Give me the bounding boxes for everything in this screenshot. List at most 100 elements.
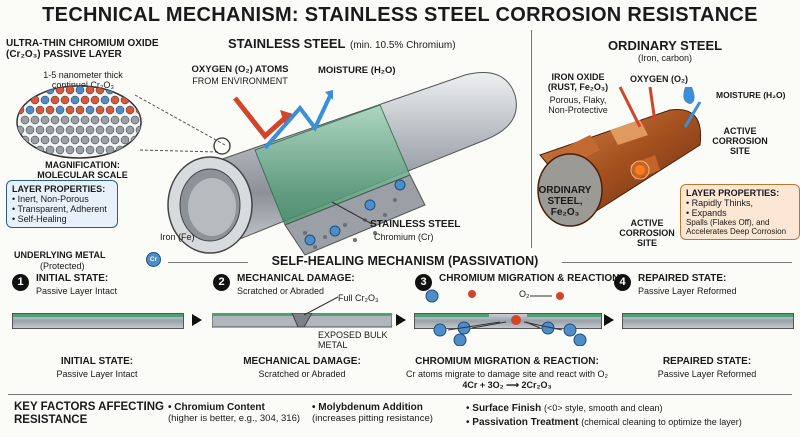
layer-prop-extra: Spalls (Flakes Off), and Accelerates Dee…: [686, 218, 787, 236]
migration-atoms: [425, 289, 587, 346]
leader-line: [331, 201, 373, 225]
step-4-number: 4: [614, 274, 631, 291]
ordinary-layer-properties: LAYER PROPERTIES: Rapidly Thinks, Expand…: [680, 184, 800, 240]
molecule-atom: [110, 135, 120, 145]
step-3-title: CHROMIUM MIGRATION & REACTION:: [439, 273, 623, 284]
ordinary-steel-pipe: [537, 108, 702, 227]
step-2-title: MECHANICAL DAMAGE:: [237, 273, 355, 284]
molecule-atom: [70, 135, 80, 145]
layer-prop-item: Inert, Non-Porous: [12, 194, 112, 204]
molecule-atom: [35, 86, 45, 95]
step-2-bottom-sub: Scratched or Abraded: [258, 369, 346, 379]
molecule-atom: [90, 135, 100, 145]
molecule-atom: [30, 115, 40, 125]
molecule-atom: [100, 95, 110, 105]
stainless-steel-pipe: [167, 72, 517, 256]
molecule-atom: [95, 145, 105, 155]
active-corrosion-site-2: ACTIVE CORROSION SITE: [619, 218, 675, 248]
molecule-atom: [50, 95, 60, 105]
chromium-label: Chromium (Cr): [374, 232, 434, 242]
factor-item: Chromium Content (higher is better, e.g.…: [168, 402, 300, 424]
molecule-atom: [30, 135, 40, 145]
step-3-bottom-title: CHROMIUM MIGRATION & REACTION:: [415, 356, 599, 367]
molecule-atom: [100, 135, 110, 145]
ordinary-heading-sub: (Iron, carbon): [637, 53, 693, 63]
plate-initial: [12, 313, 184, 329]
layer-prop-item: Transparent, Adherent: [12, 204, 112, 214]
oxide-layer-title: ULTRA-THIN CHROMIUM OXIDE (Cr₂O₃) PASSIV…: [6, 38, 159, 60]
underlying-metal-sub: (Protected): [40, 261, 85, 271]
factors-rule: [8, 394, 792, 395]
molecule-atom: [120, 115, 130, 125]
reaction-equation: 4Cr + 3O₂ ⟶ 2Cr₂O₃: [462, 380, 552, 390]
factors-heading: KEY FACTORS AFFECTING RESISTANCE: [14, 401, 164, 426]
molecule-atom: [80, 135, 90, 145]
molecule-atom: [70, 115, 80, 125]
page-title: TECHNICAL MECHANISM: STAINLESS STEEL COR…: [42, 4, 758, 26]
step-3-number: 3: [415, 274, 432, 291]
molecule-atom: [75, 125, 85, 135]
molecule-atom: [40, 115, 50, 125]
molecule-atom: [50, 115, 60, 125]
molecule-atom: [55, 105, 65, 115]
ordinary-oxygen-arrows: [618, 86, 702, 128]
step-3-bottom-sub: Cr atoms migrate to damage site and reac…: [405, 369, 609, 379]
molecule-atom: [125, 105, 135, 115]
plate-repaired: [622, 313, 794, 329]
oxygen-label: OXYGEN (O₂) ATOMS: [191, 64, 289, 75]
ordinary-oxygen-label: OXYGEN (O₂): [630, 74, 689, 84]
molecule-atom: [90, 95, 100, 105]
oxygen-moisture-arrows: [233, 90, 333, 150]
molecule-atom: [115, 105, 125, 115]
step-2-sub: Scratched or Abraded: [237, 286, 325, 296]
layer-prop-item: Rapidly Thinks,: [686, 198, 794, 208]
molecule-atom: [75, 145, 85, 155]
heading-rule-left: [168, 262, 248, 263]
molecule-atom: [105, 125, 115, 135]
molecule-atom: [70, 95, 80, 105]
molecule-atom: [110, 115, 120, 125]
molecule-atom: [35, 105, 45, 115]
ordinary-moisture-label: MOISTURE (H₂O): [716, 90, 786, 100]
molecule-atom: [100, 115, 110, 125]
molecule-atom: [65, 86, 75, 95]
molecule-atom: [45, 145, 55, 155]
scratch-leader: [303, 296, 339, 316]
molecule-atom: [17, 86, 25, 95]
molecule-atom: [130, 115, 140, 125]
oxygen-sub: FROM ENVIRONMENT: [192, 76, 288, 86]
molecule-atom: [85, 86, 95, 95]
molecule-atom: [75, 105, 85, 115]
molecule-atom: [85, 125, 95, 135]
magnification-label: MAGNIFICATION: MOLECULAR SCALE: [37, 160, 128, 180]
full-cr2o3-label: Full Cr₂O₃: [338, 293, 379, 303]
molecule-atom: [115, 145, 125, 155]
molecule-atom: [55, 145, 65, 155]
step-1-title: INITIAL STATE:: [36, 273, 109, 284]
stainless-layer-properties: LAYER PROPERTIES: Inert, Non-Porous Tran…: [6, 180, 118, 228]
zoom-lines: [134, 94, 231, 155]
step-arrow-1: [192, 314, 202, 326]
step-1-bottom-sub: Passive Layer Intact: [56, 369, 138, 379]
molecule-atom: [90, 115, 100, 125]
molecule-atom: [85, 145, 95, 155]
step-2-bottom-title: MECHANICAL DAMAGE:: [243, 356, 361, 367]
molecule-atom: [25, 125, 35, 135]
molecule-atom: [60, 115, 70, 125]
layer-prop-item: Expands: [686, 208, 794, 218]
molecule-atom: [125, 125, 135, 135]
molecule-atom: [25, 105, 35, 115]
step-arrow-2: [396, 314, 406, 326]
step-1-bottom-title: INITIAL STATE:: [60, 356, 134, 367]
iron-oxide-sub: Porous, Flaky, Non-Protective: [548, 95, 608, 115]
section-divider: [531, 30, 532, 248]
molecule-atom: [55, 125, 65, 135]
factor-item: Molybdenum Addition (increases pitting r…: [312, 402, 433, 424]
molecule-atom: [105, 105, 115, 115]
molecular-magnification-icon: [16, 85, 142, 159]
stainless-steel-label: STAINLESS STEEL: [370, 219, 461, 230]
heading-rule-right: [562, 262, 792, 263]
step-4-bottom-title: REPAIRED STATE:: [662, 356, 752, 367]
molecule-atom: [30, 95, 40, 105]
exposed-metal-label: EXPOSED BULK METAL: [318, 330, 388, 350]
